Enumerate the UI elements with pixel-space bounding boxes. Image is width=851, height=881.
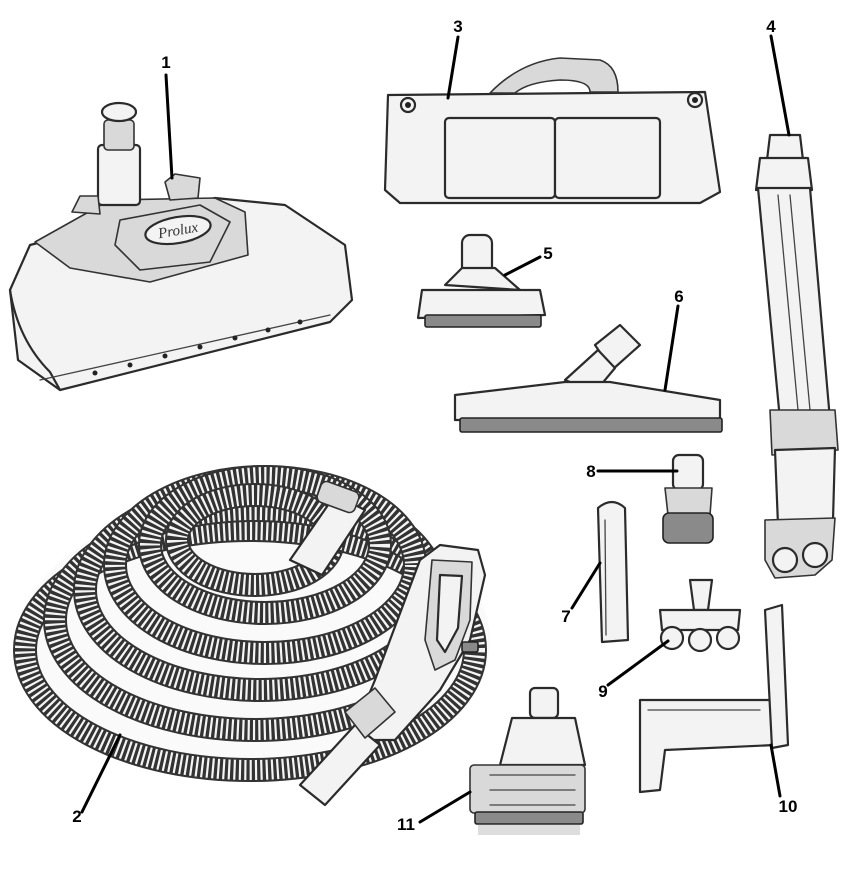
callout-9: 9 [598,682,607,701]
hose-cuff-end [288,493,367,577]
hose-handle [298,543,487,807]
crevice-tool [596,500,630,644]
telescopic-wand [754,133,839,579]
dusting-brush [662,453,714,544]
floor-brush [453,323,723,433]
upholstery-tool [416,233,547,328]
callout-10: 10 [779,797,798,816]
leader-lines [80,34,791,824]
callout-5: 5 [543,244,552,263]
nozzle-dots [92,319,303,376]
callout-3: 3 [453,17,462,36]
callout-8: 8 [586,462,595,481]
power-nozzle-head: Prolux [8,101,354,392]
callout-7: 7 [561,607,570,626]
hose-hanger-clip [658,578,742,653]
callout-numbers: 1 2 3 4 5 6 7 8 9 10 11 [72,17,797,834]
wall-bracket [638,603,790,794]
coiled-hose [13,465,490,807]
callout-1: 1 [161,53,170,72]
callout-11: 11 [397,815,415,834]
tool-bag [383,57,722,205]
callout-2: 2 [72,807,81,826]
callout-6: 6 [674,287,683,306]
powerhead-logo: Prolux [156,220,200,243]
turbo-brush [469,686,587,835]
callout-4: 4 [766,17,776,36]
